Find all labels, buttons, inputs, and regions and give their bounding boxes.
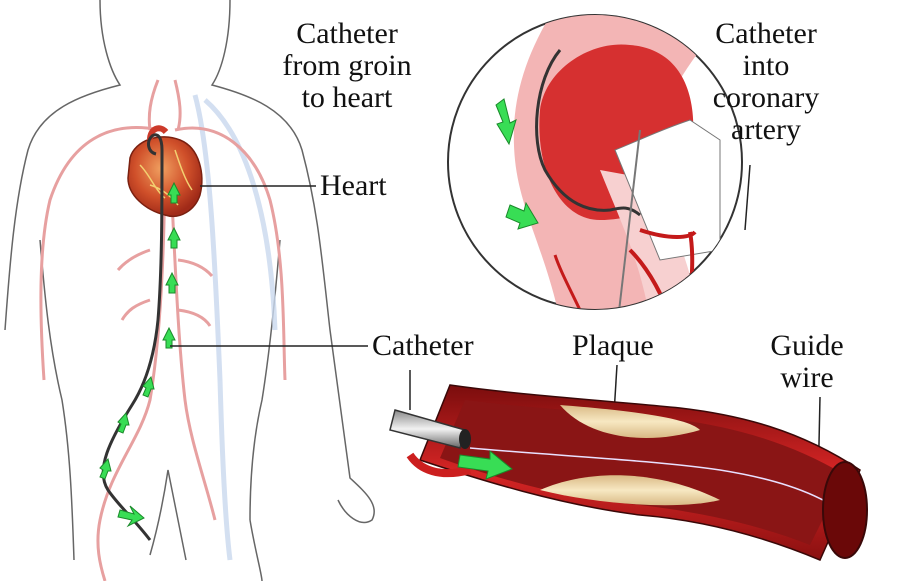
flow-arrow-artery xyxy=(457,449,513,480)
heart-illustration xyxy=(127,125,203,217)
label-guide-wire: Guide wire xyxy=(770,329,844,394)
body-catheter xyxy=(101,133,164,541)
label-catheter-into-coronary-artery: Catheter into coronary artery xyxy=(712,17,820,146)
cutaway-catheter xyxy=(389,409,466,449)
veins xyxy=(192,94,278,561)
label-heart: Heart xyxy=(320,169,387,202)
body-outline xyxy=(4,0,375,582)
artery-cutaway xyxy=(389,384,868,561)
label-plaque: Plaque xyxy=(572,329,654,362)
guide-wire-line xyxy=(469,447,841,511)
label-catheter-from-groin: Catheter from groin to heart xyxy=(282,17,412,114)
flow-arrows-body xyxy=(99,181,181,528)
plaque-lower xyxy=(540,475,720,506)
flow-arrows-inset xyxy=(495,98,539,230)
plaque-upper xyxy=(560,405,700,438)
coronary-inset xyxy=(447,14,743,310)
label-catheter: Catheter xyxy=(372,329,474,362)
